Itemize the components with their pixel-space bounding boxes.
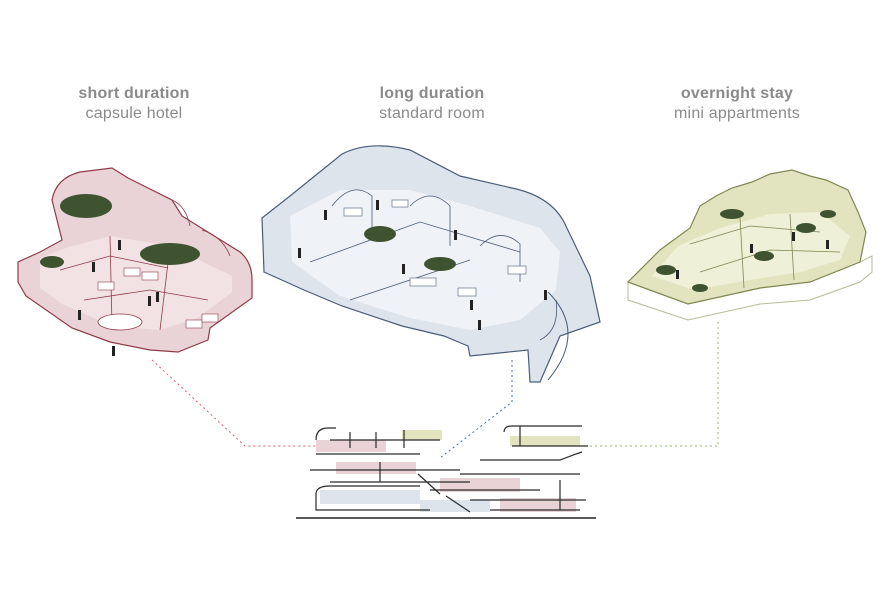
label-title: short duration [78, 85, 190, 102]
label-overnight-stay: overnight stay mini appartments [637, 84, 837, 124]
mini-appartments-axonometric [626, 169, 873, 321]
capsule-hotel-axonometric [17, 167, 253, 356]
label-short-duration: short duration capsule hotel [34, 84, 234, 124]
leader-line-standard [439, 360, 513, 459]
label-subtitle: mini appartments [674, 105, 800, 122]
label-title: long duration [379, 85, 485, 102]
label-subtitle: capsule hotel [85, 105, 183, 122]
building-section [296, 425, 596, 519]
label-subtitle: standard room [379, 105, 485, 122]
label-title: overnight stay [680, 85, 794, 102]
leader-line-capsule [151, 359, 320, 447]
standard-room-axonometric [261, 145, 601, 383]
label-long-duration: long duration standard room [332, 84, 532, 124]
leader-line-mini [585, 322, 719, 447]
